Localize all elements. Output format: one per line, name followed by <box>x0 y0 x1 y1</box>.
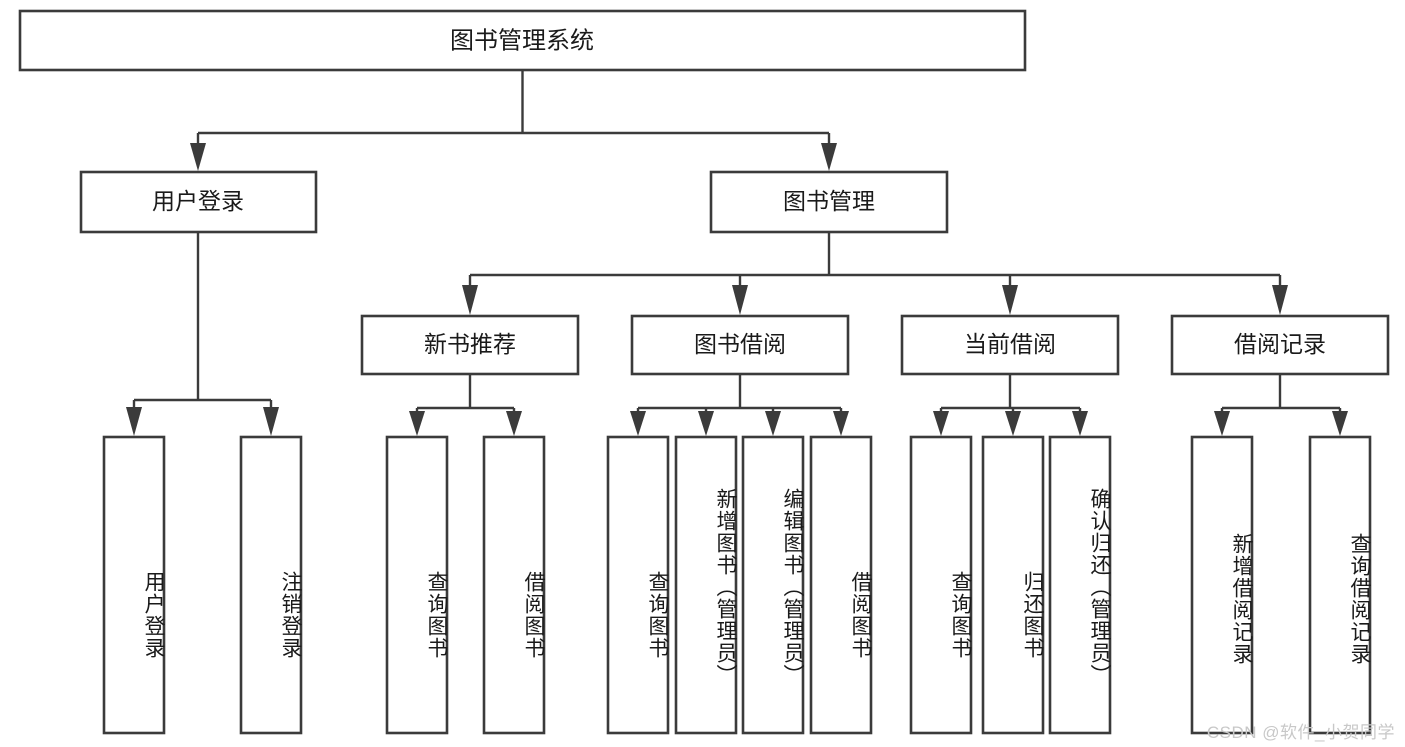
leaf-box-layer <box>102 435 1372 735</box>
arrow-head-leaf-return-book <box>1005 411 1021 436</box>
node-new-book-rec-label: 新书推荐 <box>424 331 516 357</box>
arrow-head-leaf-borrow-book-rec <box>506 411 522 436</box>
arrow-head-leaf-add-book-admin <box>698 411 714 436</box>
node-user-login[interactable]: 用户登录 <box>79 170 318 234</box>
node-root-label: 图书管理系统 <box>450 27 594 54</box>
node-root-box <box>18 9 1027 72</box>
arrow-head-borrow-record <box>1272 285 1288 315</box>
node-book-manage[interactable]: 图书管理 <box>709 170 949 234</box>
node-borrow-record-label: 借阅记录 <box>1234 331 1326 357</box>
arrow-head-leaf-query-book-current <box>933 411 949 436</box>
node-leaf-borrow-book-box[interactable] <box>809 435 873 735</box>
node-root[interactable]: 图书管理系统 <box>18 9 1027 72</box>
node-leaf-add-borrow-record-box[interactable] <box>1190 435 1254 735</box>
node-book-manage-label: 图书管理 <box>783 188 875 214</box>
node-leaf-query-book-borrow-box[interactable] <box>606 435 670 735</box>
arrow-head-user-login <box>190 143 206 171</box>
arrow-head-book-manage <box>821 143 837 171</box>
node-leaf-edit-book-admin-box[interactable] <box>741 435 805 735</box>
arrow-head-current-borrow <box>1002 285 1018 315</box>
node-new-book-rec-box <box>360 314 580 376</box>
node-current-borrow-box <box>900 314 1120 376</box>
node-book-borrow-box <box>630 314 850 376</box>
node-leaf-query-book-rec-box[interactable] <box>385 435 449 735</box>
node-leaf-return-book-box[interactable] <box>981 435 1045 735</box>
node-leaf-confirm-return-admin-box[interactable] <box>1048 435 1112 735</box>
arrow-head-leaf-query-borrow-record <box>1332 411 1348 436</box>
node-current-borrow-label: 当前借阅 <box>964 331 1056 357</box>
arrow-head-leaf-user-login <box>126 407 142 436</box>
arrow-head-leaf-query-book-borrow <box>630 411 646 436</box>
node-current-borrow[interactable]: 当前借阅 <box>900 314 1120 376</box>
node-book-manage-box <box>709 170 949 234</box>
node-book-borrow[interactable]: 图书借阅 <box>630 314 850 376</box>
node-user-login-label: 用户登录 <box>152 188 244 214</box>
node-leaf-user-logout-box[interactable] <box>239 435 303 735</box>
node-leaf-query-book-current-box[interactable] <box>909 435 973 735</box>
node-leaf-query-borrow-record-box[interactable] <box>1308 435 1372 735</box>
node-borrow-record[interactable]: 借阅记录 <box>1170 314 1390 376</box>
node-user-login-box <box>79 170 318 234</box>
csdn-watermark: CSDN @软件_小贺同学 <box>1206 723 1395 742</box>
connector-layer <box>126 70 1348 436</box>
arrow-head-leaf-edit-book-admin <box>765 411 781 436</box>
arrow-head-new-book-rec <box>462 285 478 315</box>
arrow-head-leaf-add-borrow-record <box>1214 411 1230 436</box>
node-book-borrow-label: 图书借阅 <box>694 331 786 357</box>
node-leaf-user-login-box[interactable] <box>102 435 166 735</box>
arrow-head-leaf-query-book-rec <box>409 411 425 436</box>
arrow-head-leaf-confirm-return-admin <box>1072 411 1088 436</box>
arrow-head-leaf-user-logout <box>263 407 279 436</box>
node-borrow-record-box <box>1170 314 1390 376</box>
arrow-head-leaf-borrow-book <box>833 411 849 436</box>
arrow-head-book-borrow <box>732 285 748 315</box>
node-leaf-add-book-admin-box[interactable] <box>674 435 738 735</box>
node-new-book-rec[interactable]: 新书推荐 <box>360 314 580 376</box>
node-leaf-borrow-book-rec-box[interactable] <box>482 435 546 735</box>
